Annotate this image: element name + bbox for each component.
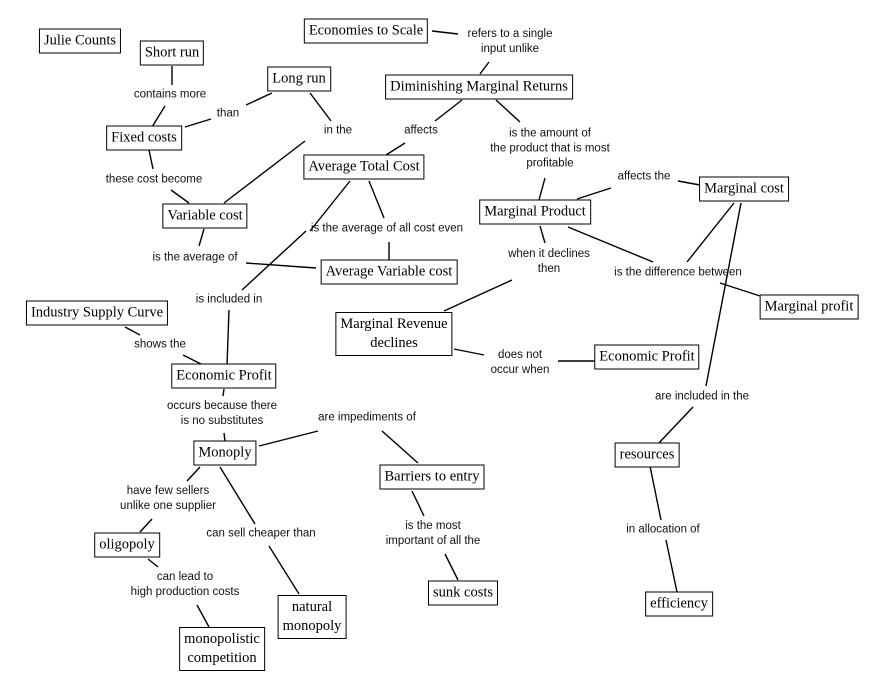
node-marginal-product[interactable]: Marginal Product (479, 199, 591, 225)
node-monoply[interactable]: Monoply (193, 440, 257, 466)
connector (381, 430, 419, 464)
link-occurs-because: occurs because there is no substitutes (167, 400, 277, 427)
node-average-total-cost[interactable]: Average Total Cost (303, 154, 425, 180)
connector (431, 30, 459, 35)
connector (226, 309, 230, 366)
connector (567, 226, 654, 263)
connector (245, 92, 273, 106)
link-shows-the: shows the (134, 338, 186, 351)
connector (151, 105, 166, 128)
connector (309, 180, 351, 232)
connector (184, 118, 212, 128)
node-variable-cost[interactable]: Variable cost (162, 203, 248, 229)
link-contains-more: contains more (133, 88, 207, 101)
link-is-the-amount-of: is the amount of the product that is mos… (490, 127, 610, 170)
node-barriers-to-entry[interactable]: Barriers to entry (379, 464, 485, 490)
connector (147, 558, 159, 568)
link-in-allocation-of: in allocation of (626, 523, 700, 536)
node-economic-profit-left[interactable]: Economic Profit (171, 363, 277, 389)
connector (649, 465, 662, 521)
connector (677, 180, 701, 186)
connector (124, 326, 141, 336)
connector (148, 149, 154, 170)
node-fixed-costs[interactable]: Fixed costs (106, 125, 182, 151)
connector (196, 604, 210, 628)
connector (444, 553, 459, 581)
node-economic-profit-right[interactable]: Economic Profit (594, 344, 700, 370)
node-average-variable-cost[interactable]: Average Variable cost (320, 259, 458, 285)
node-efficiency[interactable]: efficiency (645, 591, 713, 617)
connector (258, 430, 319, 447)
link-does-not-occur-when: does not occur when (490, 349, 550, 376)
connector (268, 545, 300, 595)
node-natural-monopoly[interactable]: natural monopoly (277, 595, 347, 639)
connector (219, 466, 256, 525)
connector (309, 92, 332, 122)
connector (538, 177, 546, 201)
link-than: than (216, 107, 240, 120)
node-resources[interactable]: resources (614, 442, 680, 468)
link-affects-the: affects the (617, 170, 671, 183)
connector (368, 180, 385, 219)
connector (223, 140, 306, 204)
connector (170, 189, 190, 204)
connector (479, 61, 490, 75)
link-are-impediments-of: are impediments of (318, 411, 416, 424)
connector (139, 518, 153, 533)
connector (198, 228, 205, 247)
node-marginal-cost[interactable]: Marginal cost (699, 176, 789, 202)
node-short-run[interactable]: Short run (139, 40, 205, 66)
connector (719, 282, 761, 297)
connector (576, 187, 612, 200)
connector (495, 99, 521, 123)
link-refers-to-single-input: refers to a single input unlike (467, 28, 553, 55)
link-have-few-sellers: have few sellers unlike one supplier (120, 485, 216, 512)
node-marginal-profit[interactable]: Marginal profit (759, 294, 859, 320)
node-monopolistic-competition[interactable]: monopolistic competition (179, 627, 265, 671)
node-industry-supply-curve[interactable]: Industry Supply Curve (25, 300, 169, 326)
link-is-the-average-of-all-cost: is the average of all cost even (310, 222, 464, 235)
link-can-sell-cheaper-than: can sell cheaper than (206, 527, 316, 540)
connector (411, 490, 425, 517)
link-are-included-in-the: are included in the (655, 390, 749, 403)
connector (241, 230, 307, 291)
connector (223, 432, 226, 442)
link-is-the-difference-between: is the difference between (614, 266, 742, 279)
node-diminishing-marginal-returns[interactable]: Diminishing Marginal Returns (385, 74, 573, 100)
connector (182, 354, 202, 365)
connector (686, 202, 735, 263)
connector (705, 202, 742, 387)
link-when-it-declines: when it declines then (508, 248, 590, 275)
link-can-lead-to: can lead to high production costs (130, 571, 240, 598)
connector (539, 225, 546, 244)
link-affects: affects (404, 124, 438, 137)
node-marginal-revenue-declines[interactable]: Marginal Revenue declines (335, 312, 453, 356)
author-label: Julie Counts (38, 28, 122, 54)
link-in-the: in the (323, 124, 353, 137)
connector (245, 262, 317, 269)
connector (453, 348, 485, 356)
connector (656, 406, 694, 446)
connector (434, 99, 463, 122)
node-long-run[interactable]: Long run (267, 66, 331, 92)
connector (665, 539, 678, 593)
node-oligopoly[interactable]: oligopoly (94, 532, 160, 558)
link-is-included-in: is included in (195, 293, 263, 306)
connector (186, 466, 201, 482)
link-is-the-average-of: is the average of (152, 251, 238, 264)
connector (385, 142, 406, 156)
node-sunk-costs[interactable]: sunk costs (427, 580, 499, 606)
node-economies-to-scale[interactable]: Economies to Scale (303, 18, 429, 44)
connector (222, 388, 225, 397)
link-these-cost-become: these cost become (105, 173, 203, 186)
link-is-the-most-important: is the most important of all the (385, 520, 481, 547)
connector (443, 279, 513, 312)
